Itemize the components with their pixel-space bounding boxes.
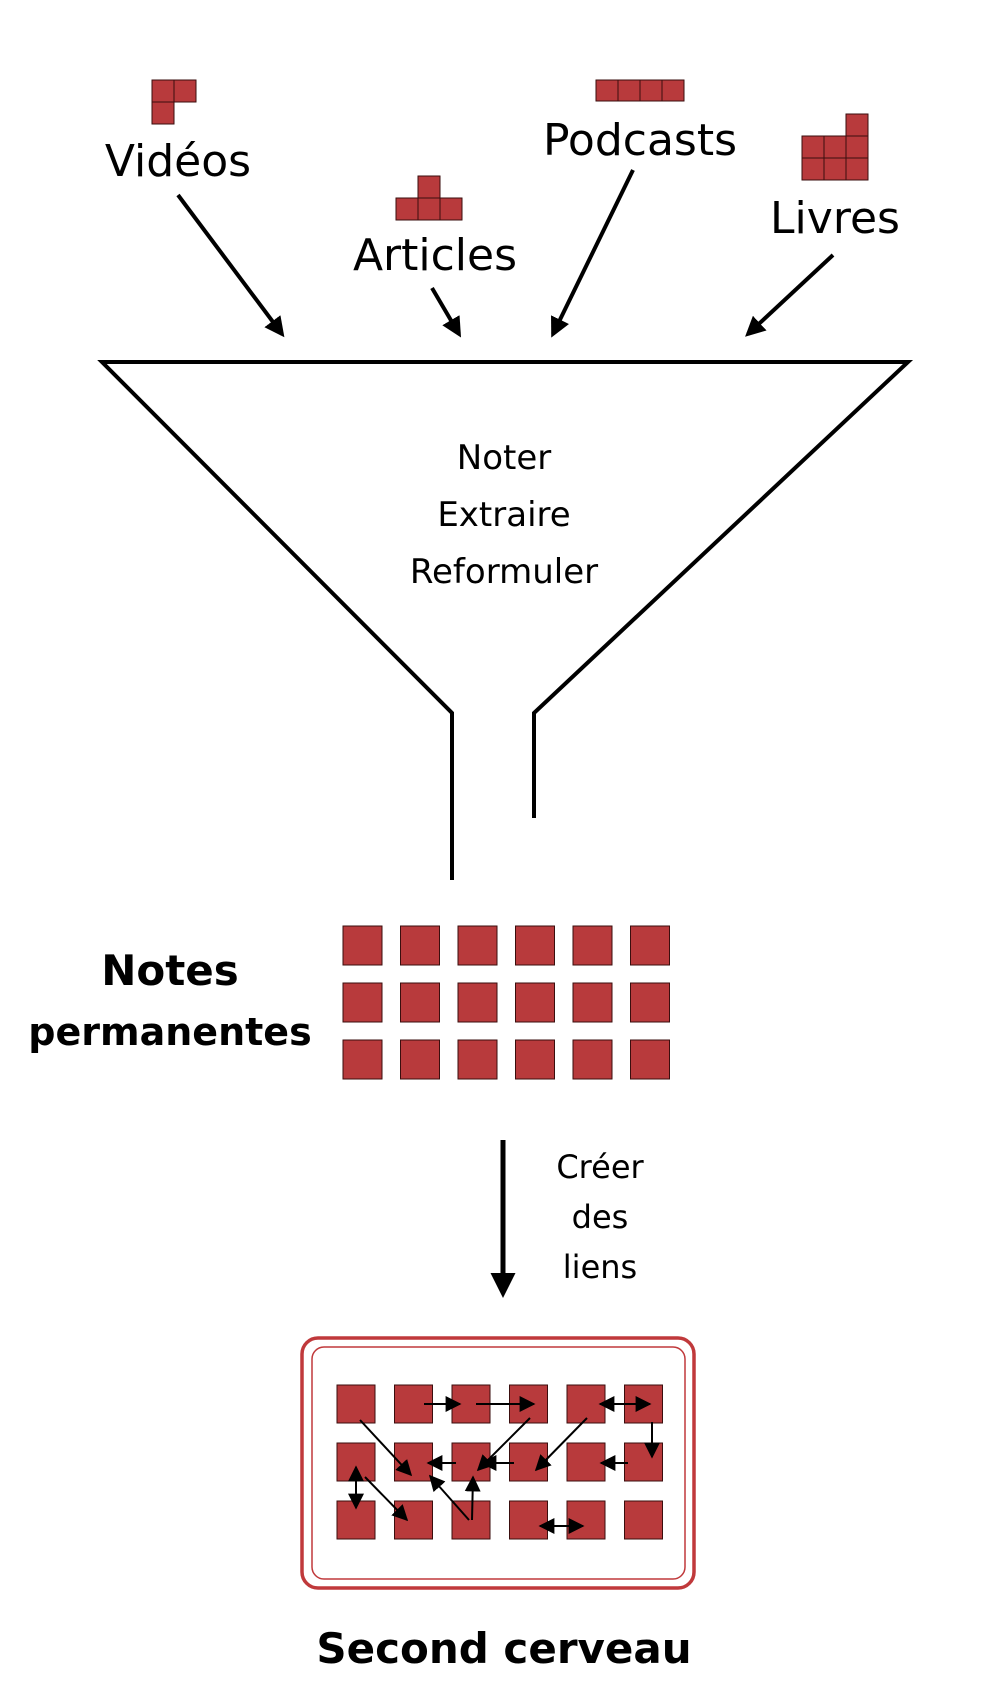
second-brain-label: Second cerveau bbox=[316, 1624, 691, 1673]
funnel-step-noter: Noter bbox=[457, 438, 551, 478]
notes-label-line1: Notes bbox=[101, 946, 239, 995]
permanent-note bbox=[630, 925, 670, 966]
permanent-note bbox=[342, 982, 383, 1023]
linked-note bbox=[566, 1384, 606, 1424]
source-label-articles: Articles bbox=[353, 230, 517, 281]
linked-note bbox=[566, 1500, 606, 1540]
l-shape-blocks-icon bbox=[151, 79, 197, 125]
permanent-note bbox=[400, 982, 440, 1023]
link-step-line1: Créer bbox=[556, 1148, 644, 1186]
arrow-podcasts bbox=[551, 169, 635, 338]
arrow-livres bbox=[745, 253, 835, 337]
linked-note bbox=[509, 1500, 548, 1540]
row-blocks-icon bbox=[595, 79, 685, 102]
arrow-articles bbox=[430, 286, 462, 338]
notes-grid bbox=[342, 925, 670, 1080]
permanent-note bbox=[400, 925, 440, 966]
permanent-note bbox=[572, 982, 613, 1023]
source-label-podcasts: Podcasts bbox=[543, 115, 737, 166]
note-links bbox=[348, 1396, 660, 1534]
stair-blocks-icon bbox=[801, 113, 869, 181]
linked-note bbox=[624, 1442, 663, 1482]
linked-note bbox=[509, 1442, 548, 1482]
permanent-note bbox=[457, 982, 498, 1023]
linked-note bbox=[336, 1384, 376, 1424]
source-label-livres: Livres bbox=[770, 193, 900, 244]
permanent-note bbox=[342, 925, 383, 966]
permanent-note bbox=[630, 982, 670, 1023]
funnel bbox=[97, 360, 914, 880]
second-brain-frame-inner bbox=[311, 1346, 686, 1580]
linked-note bbox=[566, 1442, 606, 1482]
permanent-note bbox=[457, 925, 498, 966]
linked-note bbox=[624, 1500, 663, 1540]
linked-note bbox=[336, 1500, 376, 1540]
permanent-note bbox=[572, 1039, 613, 1080]
linked-note bbox=[394, 1500, 433, 1540]
notes-label-line2: permanentes bbox=[28, 1010, 311, 1054]
permanent-note bbox=[572, 925, 613, 966]
permanent-note bbox=[515, 982, 555, 1023]
link-step-line2: des bbox=[572, 1198, 629, 1236]
funnel-step-reformuler: Reformuler bbox=[410, 552, 598, 592]
permanent-note bbox=[342, 1039, 383, 1080]
source-label-videos: Vidéos bbox=[105, 136, 251, 187]
permanent-note bbox=[400, 1039, 440, 1080]
permanent-note bbox=[515, 1039, 555, 1080]
permanent-note bbox=[515, 925, 555, 966]
permanent-note bbox=[630, 1039, 670, 1080]
arrow-videos bbox=[176, 193, 285, 338]
t-shape-blocks-icon bbox=[395, 175, 463, 221]
funnel-step-extraire: Extraire bbox=[437, 495, 570, 535]
link-step-line3: liens bbox=[563, 1248, 637, 1286]
second-brain-frame-outer bbox=[300, 1336, 696, 1590]
permanent-note bbox=[457, 1039, 498, 1080]
